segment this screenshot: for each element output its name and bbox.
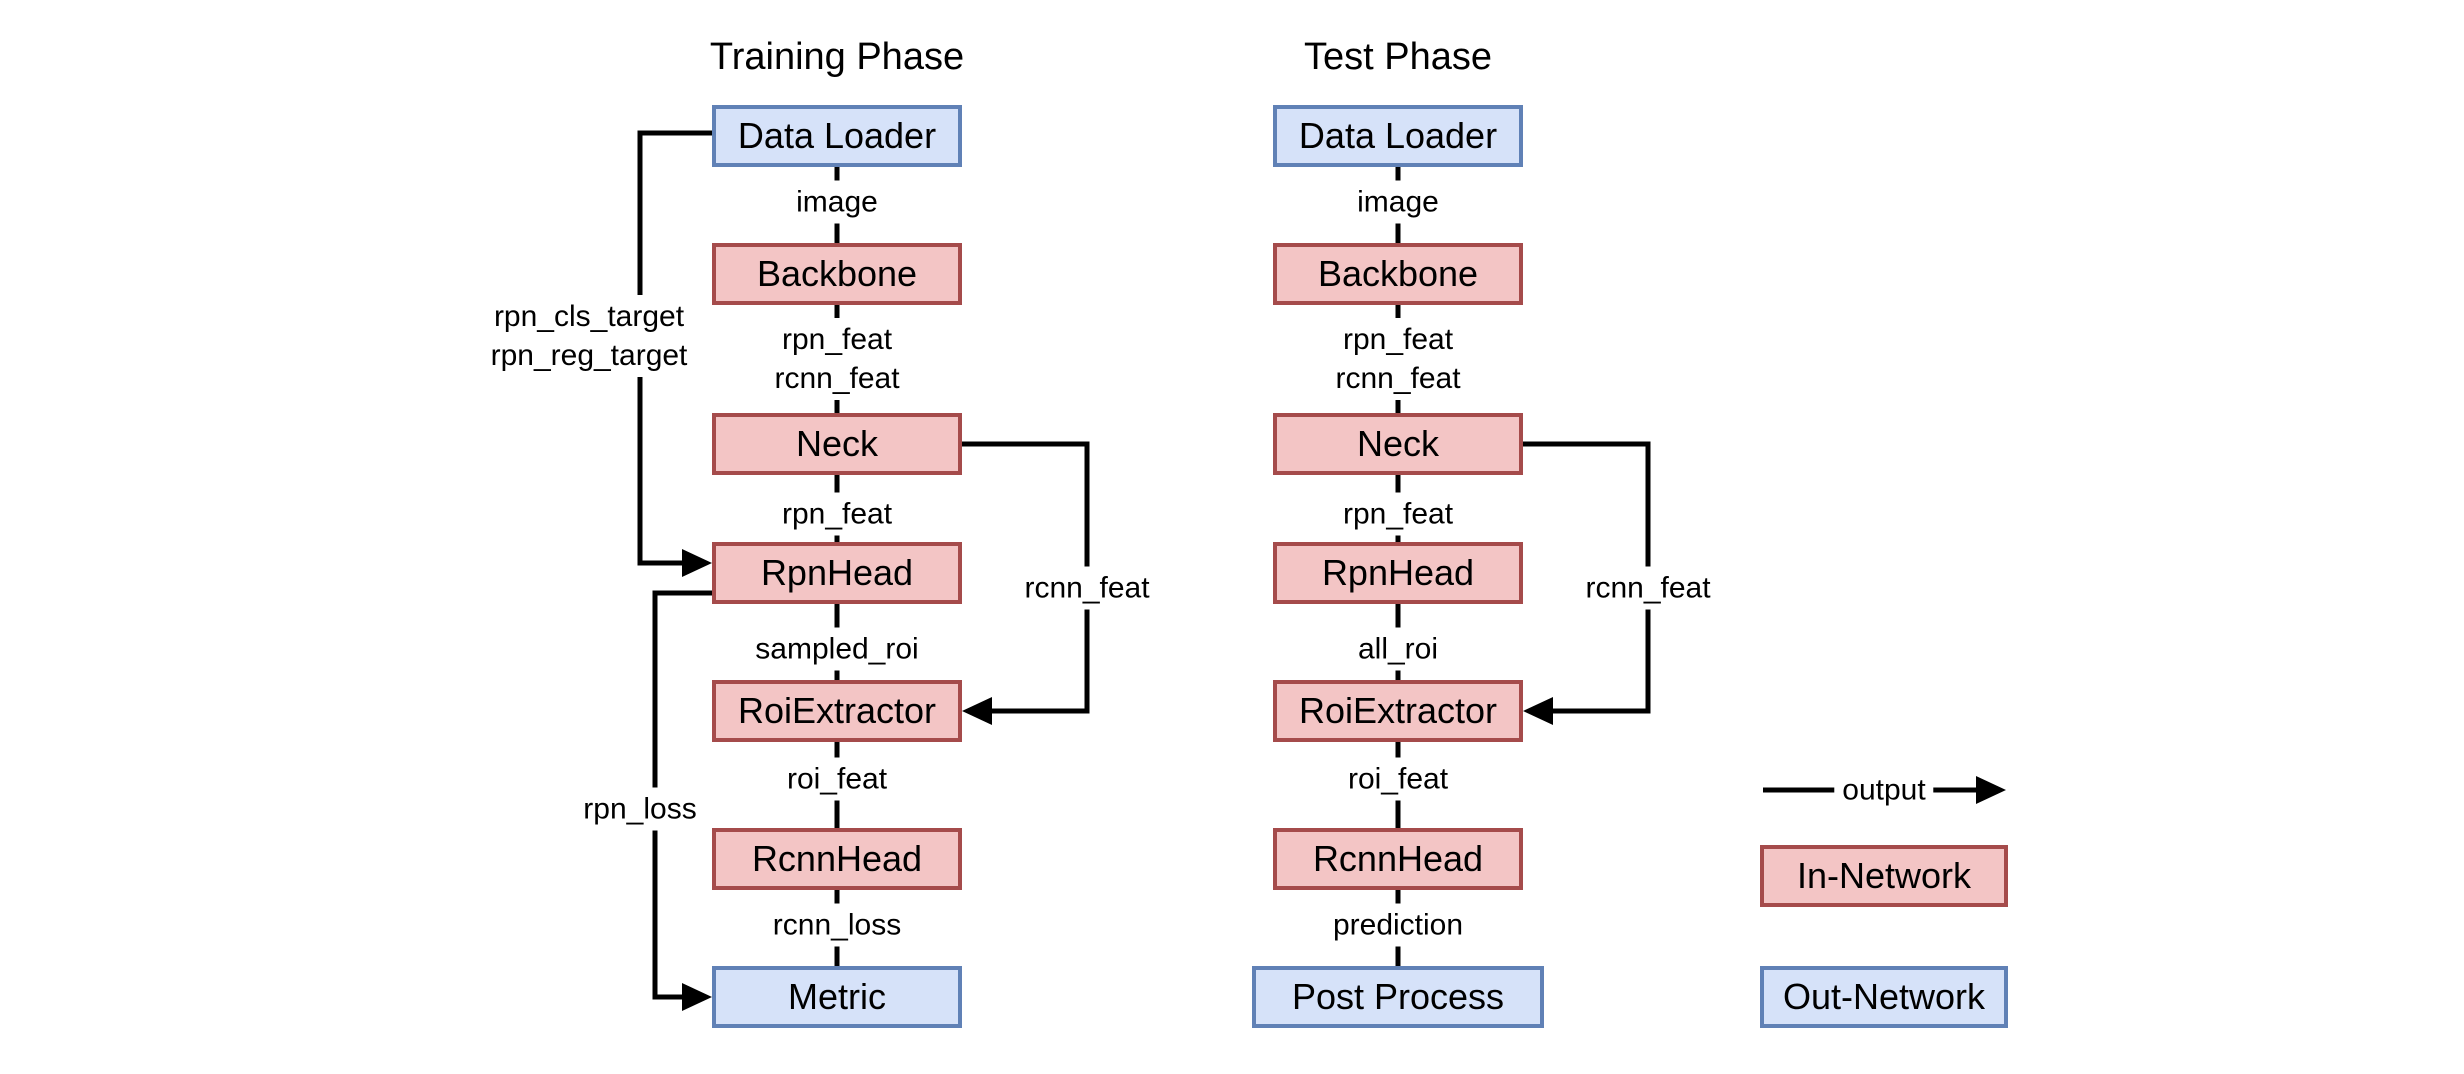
- test-label-roi-feat: roi_feat: [1339, 757, 1457, 801]
- training-label-rpn-feat-1: rpn_feat: [781, 323, 893, 356]
- test-box-roi-extractor: RoiExtractor: [1273, 680, 1523, 742]
- training-box-metric: Metric: [712, 966, 962, 1028]
- test-label-rpn-feat-1: rpn_feat: [1342, 323, 1454, 356]
- test-phase-title: Test Phase: [1304, 36, 1492, 78]
- training-box-data-loader: Data Loader: [712, 105, 962, 167]
- test-box-rcnn-head: RcnnHead: [1273, 828, 1523, 890]
- training-phase-title: Training Phase: [709, 36, 965, 78]
- test-label-backbone-outputs: rpn_feat rcnn_feat: [1327, 318, 1469, 400]
- training-label-rpn-loss: rpn_loss: [575, 787, 705, 831]
- training-label-rpn-cls-target: rpn_cls_target: [493, 300, 685, 333]
- training-box-rpn-head: RpnHead: [712, 542, 962, 604]
- training-label-rcnn-feat-branch: rcnn_feat: [1016, 566, 1158, 610]
- training-box-roi-extractor: RoiExtractor: [712, 680, 962, 742]
- training-label-rcnn-loss: rcnn_loss: [764, 903, 910, 947]
- legend-output-label: output: [1834, 768, 1934, 812]
- training-label-rpn-targets: rpn_cls_target rpn_reg_target: [482, 295, 696, 377]
- legend-in-network-box: In-Network: [1760, 845, 2008, 907]
- test-label-rpn-feat-2: rpn_feat: [1334, 492, 1462, 536]
- test-label-rcnn-feat-1: rcnn_feat: [1335, 362, 1461, 395]
- training-label-rpn-reg-target: rpn_reg_target: [490, 339, 688, 372]
- test-label-prediction: prediction: [1324, 903, 1472, 947]
- training-label-rcnn-feat-1: rcnn_feat: [774, 362, 900, 395]
- training-label-rpn-feat-2: rpn_feat: [773, 492, 901, 536]
- training-box-neck: Neck: [712, 413, 962, 475]
- training-label-backbone-outputs: rpn_feat rcnn_feat: [766, 318, 908, 400]
- test-box-data-loader: Data Loader: [1273, 105, 1523, 167]
- test-box-backbone: Backbone: [1273, 243, 1523, 305]
- training-box-rcnn-head: RcnnHead: [712, 828, 962, 890]
- training-box-backbone: Backbone: [712, 243, 962, 305]
- test-box-post-process: Post Process: [1252, 966, 1544, 1028]
- legend-out-network-box: Out-Network: [1760, 966, 2008, 1028]
- test-label-image: image: [1349, 180, 1447, 224]
- training-label-image: image: [788, 180, 886, 224]
- test-box-neck: Neck: [1273, 413, 1523, 475]
- test-label-rcnn-feat-branch: rcnn_feat: [1577, 566, 1719, 610]
- test-box-rpn-head: RpnHead: [1273, 542, 1523, 604]
- training-label-roi-feat: roi_feat: [778, 757, 896, 801]
- training-label-sampled-roi: sampled_roi: [747, 627, 927, 671]
- test-label-all-roi: all_roi: [1349, 627, 1447, 671]
